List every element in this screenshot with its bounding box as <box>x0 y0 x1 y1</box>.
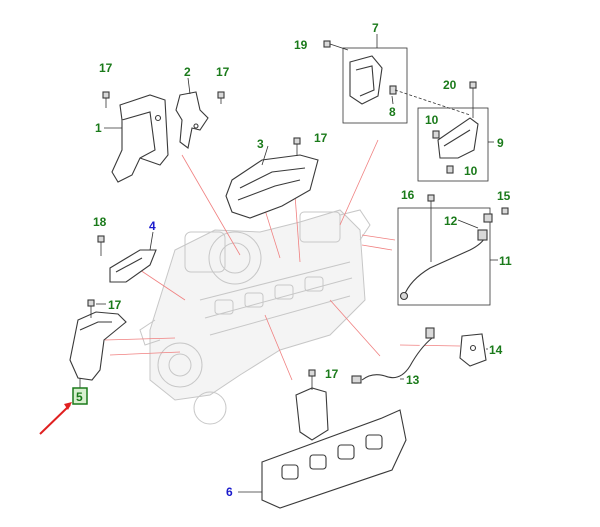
callout-leaders <box>96 34 498 493</box>
callout-6: 6 <box>226 485 233 499</box>
callout-16: 16 <box>401 188 415 202</box>
callout-3: 3 <box>257 137 264 151</box>
callout-17-d: 17 <box>108 298 122 312</box>
part-2-bracket <box>175 91 209 149</box>
engine-ghost <box>139 209 371 425</box>
callout-12: 12 <box>444 214 458 228</box>
callout-20: 20 <box>443 78 457 92</box>
part-11-group <box>397 194 509 306</box>
part-5-highlight-box <box>72 387 88 405</box>
part-4-heat-shield <box>97 235 157 283</box>
callout-4: 4 <box>149 219 156 233</box>
callout-7: 7 <box>372 21 379 35</box>
callout-14: 14 <box>489 343 503 357</box>
callout-17-e: 17 <box>325 367 339 381</box>
callout-17-c: 17 <box>314 131 328 145</box>
callout-10-a: 10 <box>425 113 439 127</box>
callout-10-b: 10 <box>464 164 478 178</box>
callout-18: 18 <box>93 215 107 229</box>
callout-15: 15 <box>497 189 511 203</box>
part-5-heat-shield <box>69 299 127 390</box>
red-arrow-pointer <box>39 402 72 435</box>
callout-13: 13 <box>406 373 420 387</box>
callout-17-b: 17 <box>216 65 230 79</box>
callout-2: 2 <box>184 65 191 79</box>
callout-8: 8 <box>389 105 396 119</box>
callout-9: 9 <box>497 136 504 150</box>
part-13-sensor <box>351 327 435 384</box>
callout-11: 11 <box>499 254 512 268</box>
callout-19: 19 <box>294 38 308 52</box>
part-7-group <box>323 40 408 124</box>
part-6-manifold-gasket <box>261 369 407 509</box>
red-leader-lines <box>104 139 461 381</box>
callout-17-a: 17 <box>99 61 113 75</box>
callout-labels: 1 2 17 17 3 17 7 19 8 20 10 9 10 16 15 1… <box>76 21 512 499</box>
part-9-group <box>394 81 489 182</box>
part-1-heat-shield <box>111 94 169 183</box>
callout-5: 5 <box>76 390 83 404</box>
callout-1: 1 <box>95 121 102 135</box>
part-3-heat-shield <box>225 137 319 219</box>
part-14-bracket <box>459 333 487 367</box>
bolts-top-left <box>102 91 225 108</box>
